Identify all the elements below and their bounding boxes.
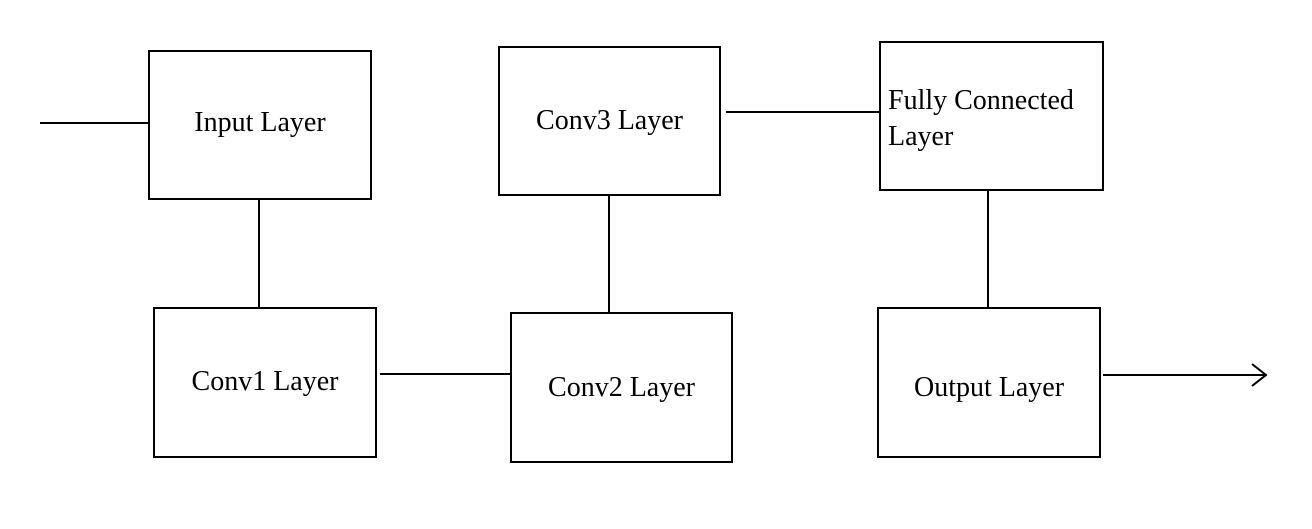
input-layer-label: Input Layer: [194, 107, 326, 138]
input-layer-block: Input Layer: [148, 50, 372, 200]
conv2-layer-block: Conv2 Layer: [510, 312, 733, 463]
output-layer-label: Output Layer: [913, 372, 1065, 403]
conv3-to-fc-line: [726, 111, 881, 113]
conv3-layer-label: Conv3 Layer: [536, 105, 683, 136]
output-outgoing-line: [1103, 374, 1265, 376]
output-layer-block: Output Layer: [877, 307, 1101, 458]
input-incoming-line: [40, 122, 150, 124]
fully-connected-label-line2: Layer: [888, 121, 954, 152]
conv2-to-conv3-line: [608, 195, 610, 313]
conv2-layer-label: Conv2 Layer: [548, 372, 695, 403]
conv1-layer-block: Conv1 Layer: [153, 307, 377, 458]
conv3-layer-block: Conv3 Layer: [498, 46, 721, 196]
arrow-head-icon: [1251, 363, 1268, 387]
fc-to-output-line: [987, 190, 989, 308]
conv1-layer-label: Conv1 Layer: [191, 366, 339, 397]
conv1-to-conv2-line: [380, 373, 510, 375]
input-to-conv1-line: [258, 200, 260, 308]
fully-connected-layer-block: Fully Connected Layer: [879, 41, 1104, 191]
fully-connected-label-line1: Fully Connected: [888, 85, 1074, 116]
